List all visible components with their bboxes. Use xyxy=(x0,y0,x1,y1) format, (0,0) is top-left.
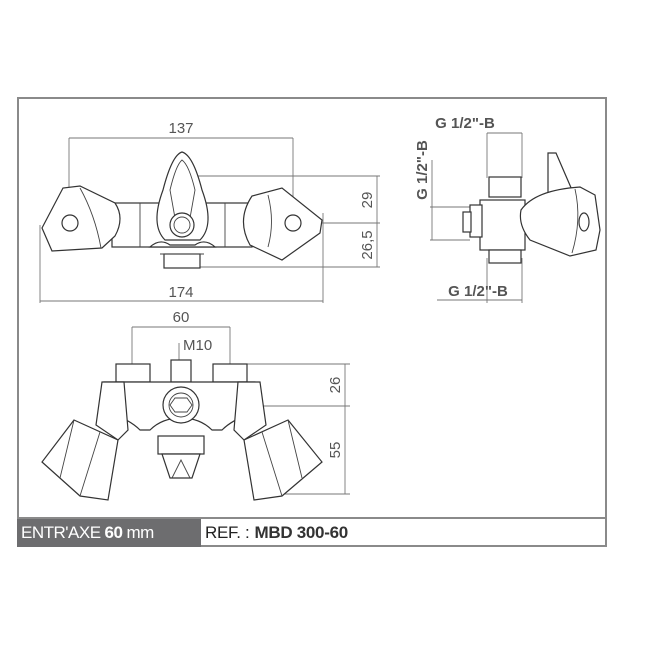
reference-box: REF. : MBD 300-60 xyxy=(201,519,348,547)
dim-60: 60 xyxy=(173,309,190,326)
ref-label: REF. : xyxy=(205,523,250,542)
entraxe-unit: mm xyxy=(126,523,154,542)
side-view: G 1/2"-B G 1/2"-B G 1/2"-B xyxy=(414,115,601,303)
dim-top-thread: G 1/2"-B xyxy=(435,115,495,132)
dim-55: 55 xyxy=(327,442,344,459)
entraxe-label: ENTR'AXE xyxy=(21,523,101,542)
dim-137: 137 xyxy=(168,120,193,137)
ref-value: MBD 300-60 xyxy=(254,523,349,542)
dim-m10: M10 xyxy=(183,337,212,354)
dim-26: 26 xyxy=(327,377,344,394)
dim-26-5: 26,5 xyxy=(359,230,376,259)
footer-bar: ENTR'AXE 60 mm REF. : MBD 300-60 xyxy=(17,517,607,547)
dim-left-thread: G 1/2"-B xyxy=(414,140,431,200)
dim-29: 29 xyxy=(359,192,376,209)
drawing-frame xyxy=(17,97,607,547)
dim-bottom-thread: G 1/2"-B xyxy=(448,283,508,300)
entraxe-value: 60 xyxy=(104,523,123,542)
entraxe-label-box: ENTR'AXE 60 mm xyxy=(17,519,201,547)
front-view: 137 174 29 26,5 xyxy=(39,120,380,303)
dim-174: 174 xyxy=(168,284,193,301)
top-view: 60 M10 26 55 xyxy=(41,309,350,501)
